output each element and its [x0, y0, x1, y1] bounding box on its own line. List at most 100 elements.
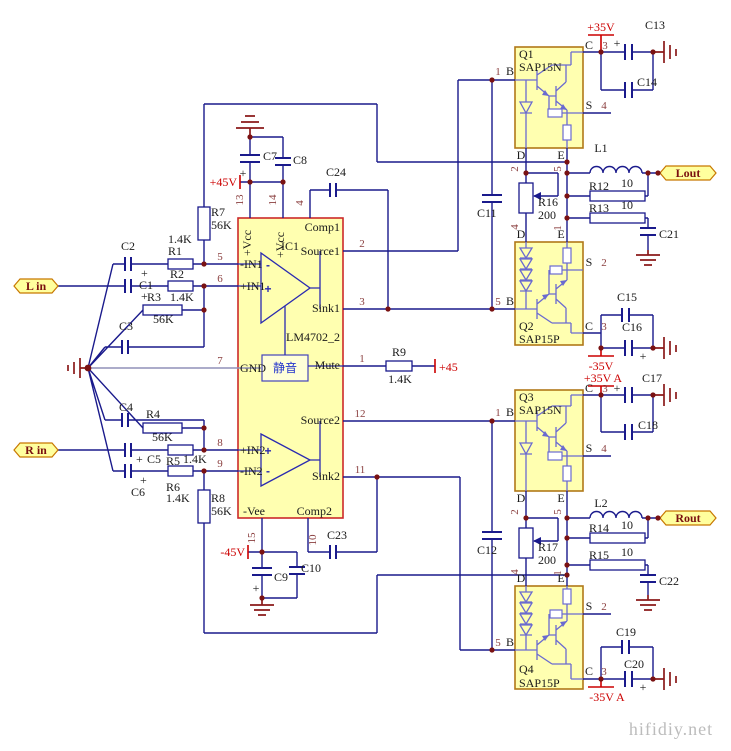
ic-sink1: Sink1 — [312, 301, 340, 315]
r17-ref: R17 — [538, 540, 558, 554]
r17-wiper-arrow — [533, 537, 541, 545]
ports — [13, 165, 717, 526]
c9-ref: C9 — [274, 570, 288, 584]
ic-in2-neg: -IN2 — [240, 464, 263, 478]
potentiometer-r16 — [518, 182, 534, 214]
r1-value: 1.4K — [168, 232, 192, 246]
ic-vcc14: +Vcc — [273, 232, 287, 258]
r14-value: 10 — [621, 518, 633, 532]
port-l-in: L in — [26, 279, 47, 293]
c21-ref: C21 — [659, 227, 679, 241]
resistor-r15 — [589, 559, 646, 571]
q3-pin-e: E — [557, 491, 564, 505]
resistor-r7 — [197, 206, 211, 241]
r16-ref: R16 — [538, 195, 558, 209]
r4-ref: R4 — [146, 407, 160, 421]
c6-plus: + — [140, 473, 147, 487]
r4-value: 56K — [152, 430, 173, 444]
ic-pin4: 4 — [294, 200, 306, 206]
r14-ref: R14 — [589, 521, 609, 535]
resistor-r2 — [167, 280, 194, 292]
op2-minus: - — [266, 464, 270, 478]
resistor-bodies — [142, 182, 646, 571]
ground-symbols — [67, 41, 677, 690]
ic-pin13: 13 — [234, 194, 246, 206]
ground-c16 — [653, 337, 677, 359]
r9-ref: R9 — [392, 345, 406, 359]
ground-c13 — [653, 41, 677, 63]
q4-pin-c: C — [585, 664, 593, 678]
q1-pin-s: S — [586, 98, 593, 112]
c6-ref: C6 — [131, 485, 145, 499]
port-l-out-shape — [659, 165, 717, 181]
c20-plus: + — [640, 680, 647, 694]
rail-p45v: +45V — [210, 175, 238, 189]
resistor-r3 — [142, 304, 183, 316]
capacitor-plates — [121, 44, 656, 687]
q4-pin-b-num: 5 — [495, 637, 501, 649]
ic-pin15: 15 — [246, 532, 258, 544]
c7-plus: + — [240, 166, 247, 180]
q2-pin-b-num: 5 — [495, 296, 501, 308]
q4-pin-b: B — [506, 635, 514, 649]
rail-p35va: +35V A — [584, 371, 623, 385]
c7-ref: C7 — [263, 149, 277, 163]
ground-left-fan — [67, 358, 88, 378]
port-r-out: Rout — [675, 511, 700, 525]
ic-sink2: Sink2 — [312, 469, 340, 483]
r8-ref: R8 — [211, 491, 225, 505]
c8-ref: C8 — [293, 153, 307, 167]
ground-top — [236, 115, 264, 137]
r15-value: 10 — [621, 545, 633, 559]
q3-internals — [515, 394, 583, 491]
c5-plus: + — [136, 452, 143, 466]
ic-gnd: GND — [240, 361, 266, 375]
q2-part: SAP15P — [519, 332, 560, 346]
c19-ref: C19 — [616, 625, 636, 639]
r8-value: 56K — [211, 504, 232, 518]
op1-plus: + — [264, 282, 271, 296]
r13-value: 10 — [621, 198, 633, 212]
c9-plus: + — [253, 581, 260, 595]
resistor-r12 — [589, 190, 646, 202]
c11-ref: C11 — [477, 206, 497, 220]
resistor-r6 — [167, 465, 194, 477]
q3-pin-s-num: 4 — [601, 443, 607, 455]
r6-value: 1.4K — [166, 491, 190, 505]
op2-plus: + — [264, 444, 271, 458]
q2-internals — [515, 242, 583, 334]
q3-pin-e-num: 5 — [552, 509, 564, 515]
q1-internals — [515, 51, 583, 148]
q3-pin-c: C — [585, 381, 593, 395]
resistor-r4 — [142, 422, 183, 434]
ic-pin5: 5 — [217, 251, 223, 263]
c12-ref: C12 — [477, 543, 497, 557]
q2-pin-s: S — [586, 255, 593, 269]
ic-in1-pos: +IN1 — [240, 279, 265, 293]
ic-mute-cn: 静音 — [273, 360, 297, 375]
resistor-r8 — [197, 489, 211, 524]
c10-ref: C10 — [301, 561, 321, 575]
ic-pin8: 8 — [217, 437, 223, 449]
c13-plus: + — [614, 36, 621, 50]
r16-value: 200 — [538, 208, 556, 222]
q2-pin-s-num: 2 — [601, 257, 607, 269]
c22-ref: C22 — [659, 574, 679, 588]
r1-ref: R1 — [168, 244, 182, 258]
q1-pin-c: C — [585, 38, 593, 52]
ic-vee: -Vee — [243, 504, 265, 518]
ic-ref: IC1 — [281, 239, 299, 253]
r16-wiper-arrow — [533, 192, 541, 200]
op1-minus: - — [266, 258, 270, 272]
r3-ref: R3 — [147, 290, 161, 304]
potentiometer-r17 — [518, 527, 534, 559]
resistor-r5 — [167, 444, 194, 456]
r2-ref: R2 — [170, 267, 184, 281]
q2-pin-d-num: 4 — [509, 224, 521, 230]
rail-p45: +45 — [439, 360, 458, 374]
ground-c21 — [636, 250, 660, 266]
q4-pin-e-num: 1 — [552, 570, 564, 576]
c14-ref: C14 — [637, 75, 657, 89]
c4-ref: C4 — [119, 400, 133, 414]
